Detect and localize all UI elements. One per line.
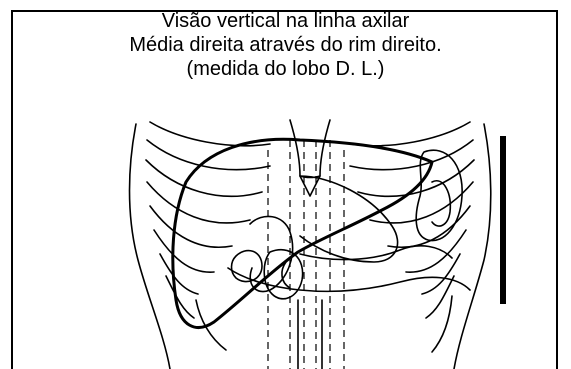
stomach <box>300 176 398 262</box>
torso-outline-left <box>130 124 171 369</box>
xiphoid <box>300 176 320 196</box>
left-kidney <box>432 181 450 226</box>
measurement-bar <box>500 136 506 304</box>
gallbladder <box>232 251 263 282</box>
colon-descending <box>432 296 452 352</box>
pancreas <box>300 246 452 260</box>
sternum <box>290 120 330 178</box>
spleen <box>416 150 462 240</box>
